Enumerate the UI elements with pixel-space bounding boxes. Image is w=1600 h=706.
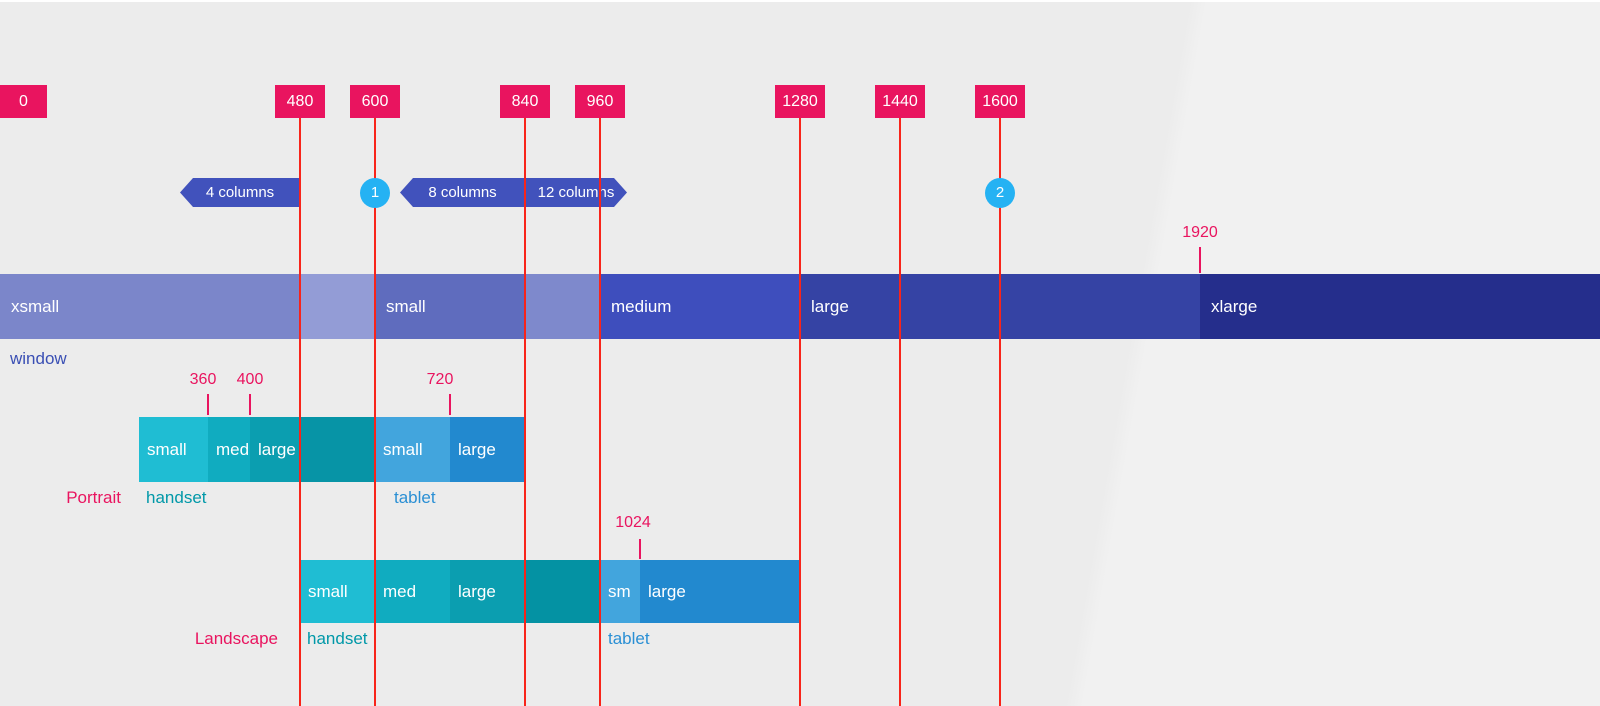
landscape-bar-segment-label: sm (608, 581, 631, 601)
landscape-bar-segment (525, 560, 600, 623)
portrait-bar-segment-small: small (375, 417, 450, 482)
column-badge-8-columns: 8 columns (400, 178, 525, 207)
sub-marker-tick-1024 (639, 539, 641, 559)
window-caption: window (10, 349, 67, 368)
breakpoint-marker-1280: 1280 (775, 85, 825, 118)
landscape-device-caption-handset: handset (307, 629, 368, 648)
landscape-bar-segment-label: small (308, 581, 348, 601)
landscape-device-caption-tablet: tablet (608, 629, 650, 648)
window-band-segment-xlarge: xlarge (1200, 274, 1600, 339)
landscape-bar-segment-sm: sm (600, 560, 640, 623)
window-band-segment-label: xlarge (1211, 296, 1258, 316)
sub-marker-label-400: 400 (236, 371, 264, 388)
landscape-bar-segment-label: med (383, 581, 417, 601)
landscape-bar-segment-small: small (300, 560, 375, 623)
sub-marker-tick-360 (207, 394, 209, 415)
portrait-device-caption-handset: handset (146, 488, 207, 507)
breakpoint-line-1280 (799, 118, 801, 706)
landscape-caption: Landscape (194, 629, 278, 648)
portrait-bar-segment-small: small (139, 417, 208, 482)
portrait-bar-segment-label: small (383, 439, 423, 459)
landscape-bar-segment-large: large (640, 560, 800, 623)
portrait-caption: Portrait (66, 488, 121, 507)
window-band-segment-medium: medium (600, 274, 800, 339)
portrait-bar-segment (300, 417, 375, 482)
breakpoint-marker-0: 0 (0, 85, 47, 118)
sub-marker-tick-1920 (1199, 247, 1201, 273)
breakpoint-marker-600: 600 (350, 85, 400, 118)
portrait-bar-segment-large: large (250, 417, 300, 482)
sub-marker-label-1024: 1024 (615, 514, 651, 531)
landscape-bar-segment-large: large (450, 560, 525, 623)
window-band-segment-xsmall: xsmall (0, 274, 300, 339)
breakpoint-line-840 (524, 118, 526, 706)
window-band-segment-label: medium (611, 296, 672, 316)
portrait-bar-segment-label: med (216, 439, 250, 459)
portrait-bar-segment-label: large (458, 439, 496, 459)
breakpoint-marker-960: 960 (575, 85, 625, 118)
sub-marker-label-360: 360 (189, 371, 217, 388)
sub-marker-label-720: 720 (426, 371, 454, 388)
sub-marker-tick-720 (449, 394, 451, 415)
window-band-segment (300, 274, 375, 339)
portrait-bar-segment-large: large (450, 417, 525, 482)
portrait-bar-segment-label: small (147, 439, 187, 459)
breakpoint-marker-1600: 1600 (975, 85, 1025, 118)
column-badge-4-columns: 4 columns (180, 178, 300, 207)
portrait-bar-segment-label: large (258, 439, 296, 459)
breakpoint-line-1600 (999, 118, 1001, 706)
landscape-bar-segment-med: med (375, 560, 450, 623)
window-band-segment-label: small (386, 296, 426, 316)
breakpoint-line-960 (599, 118, 601, 706)
window-band-segment-label: large (811, 296, 849, 316)
top-strip (0, 0, 1600, 2)
landscape-bar-segment-label: large (458, 581, 496, 601)
breakpoint-line-480 (299, 118, 301, 706)
portrait-bar-segment-med: med (208, 417, 250, 482)
breakpoint-marker-1440: 1440 (875, 85, 925, 118)
column-badge-12-columns: 12 columns (525, 178, 627, 207)
step-circle-2: 2 (985, 177, 1015, 208)
sub-marker-label-1920: 1920 (1182, 224, 1218, 241)
sub-marker-tick-400 (249, 394, 251, 415)
landscape-bar-segment-label: large (648, 581, 686, 601)
window-band-segment-small: small (375, 274, 525, 339)
window-band-segment-label: xsmall (11, 296, 60, 316)
breakpoint-marker-480: 480 (275, 85, 325, 118)
breakpoint-marker-840: 840 (500, 85, 550, 118)
portrait-device-caption-tablet: tablet (394, 488, 436, 507)
breakpoint-line-600 (374, 118, 376, 706)
step-circle-1: 1 (360, 177, 390, 208)
breakpoint-line-1440 (899, 118, 901, 706)
window-band-segment (525, 274, 600, 339)
